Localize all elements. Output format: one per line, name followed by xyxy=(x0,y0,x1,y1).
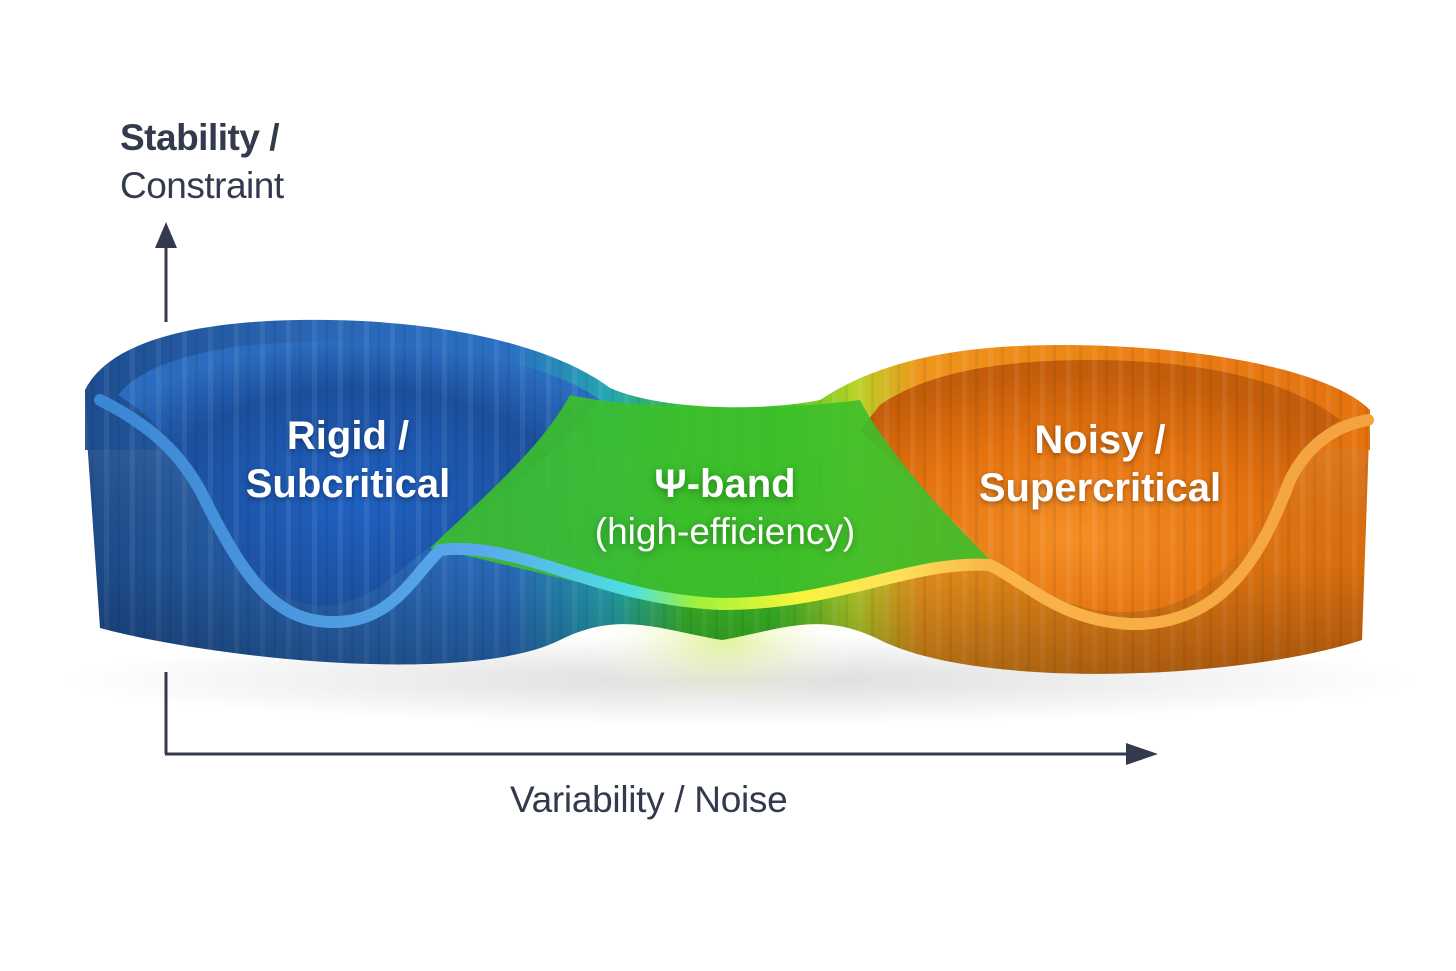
y-axis-title-line2: Constraint xyxy=(120,165,284,206)
psi-band-label: Ψ-band (high-efficiency) xyxy=(560,460,890,556)
rigid-label-line1: Rigid / xyxy=(286,414,410,458)
noisy-region-label: Noisy / Supercritical xyxy=(960,416,1240,512)
y-axis-title-line1: Stability / xyxy=(120,117,279,158)
y-axis-arrowhead xyxy=(155,222,177,248)
rigid-label-line2: Subcritical xyxy=(245,462,451,506)
x-axis-arrowhead xyxy=(1126,743,1158,765)
left-basin-ridges xyxy=(118,341,600,606)
y-axis xyxy=(155,222,177,754)
psi-label-line1: Ψ-band xyxy=(654,462,796,506)
noisy-label-line1: Noisy / xyxy=(1034,418,1166,462)
psi-label-line2: (high-efficiency) xyxy=(594,511,856,552)
saddle-surface xyxy=(430,395,990,600)
rigid-region-label: Rigid / Subcritical xyxy=(228,412,468,508)
glowing-rim xyxy=(94,394,1374,631)
x-axis xyxy=(165,743,1158,765)
x-axis-title: Variability / Noise xyxy=(510,779,788,820)
noisy-label-line2: Supercritical xyxy=(978,466,1222,510)
right-basin-ridges xyxy=(860,360,1340,613)
y-axis-title: Stability / Constraint xyxy=(120,114,284,210)
